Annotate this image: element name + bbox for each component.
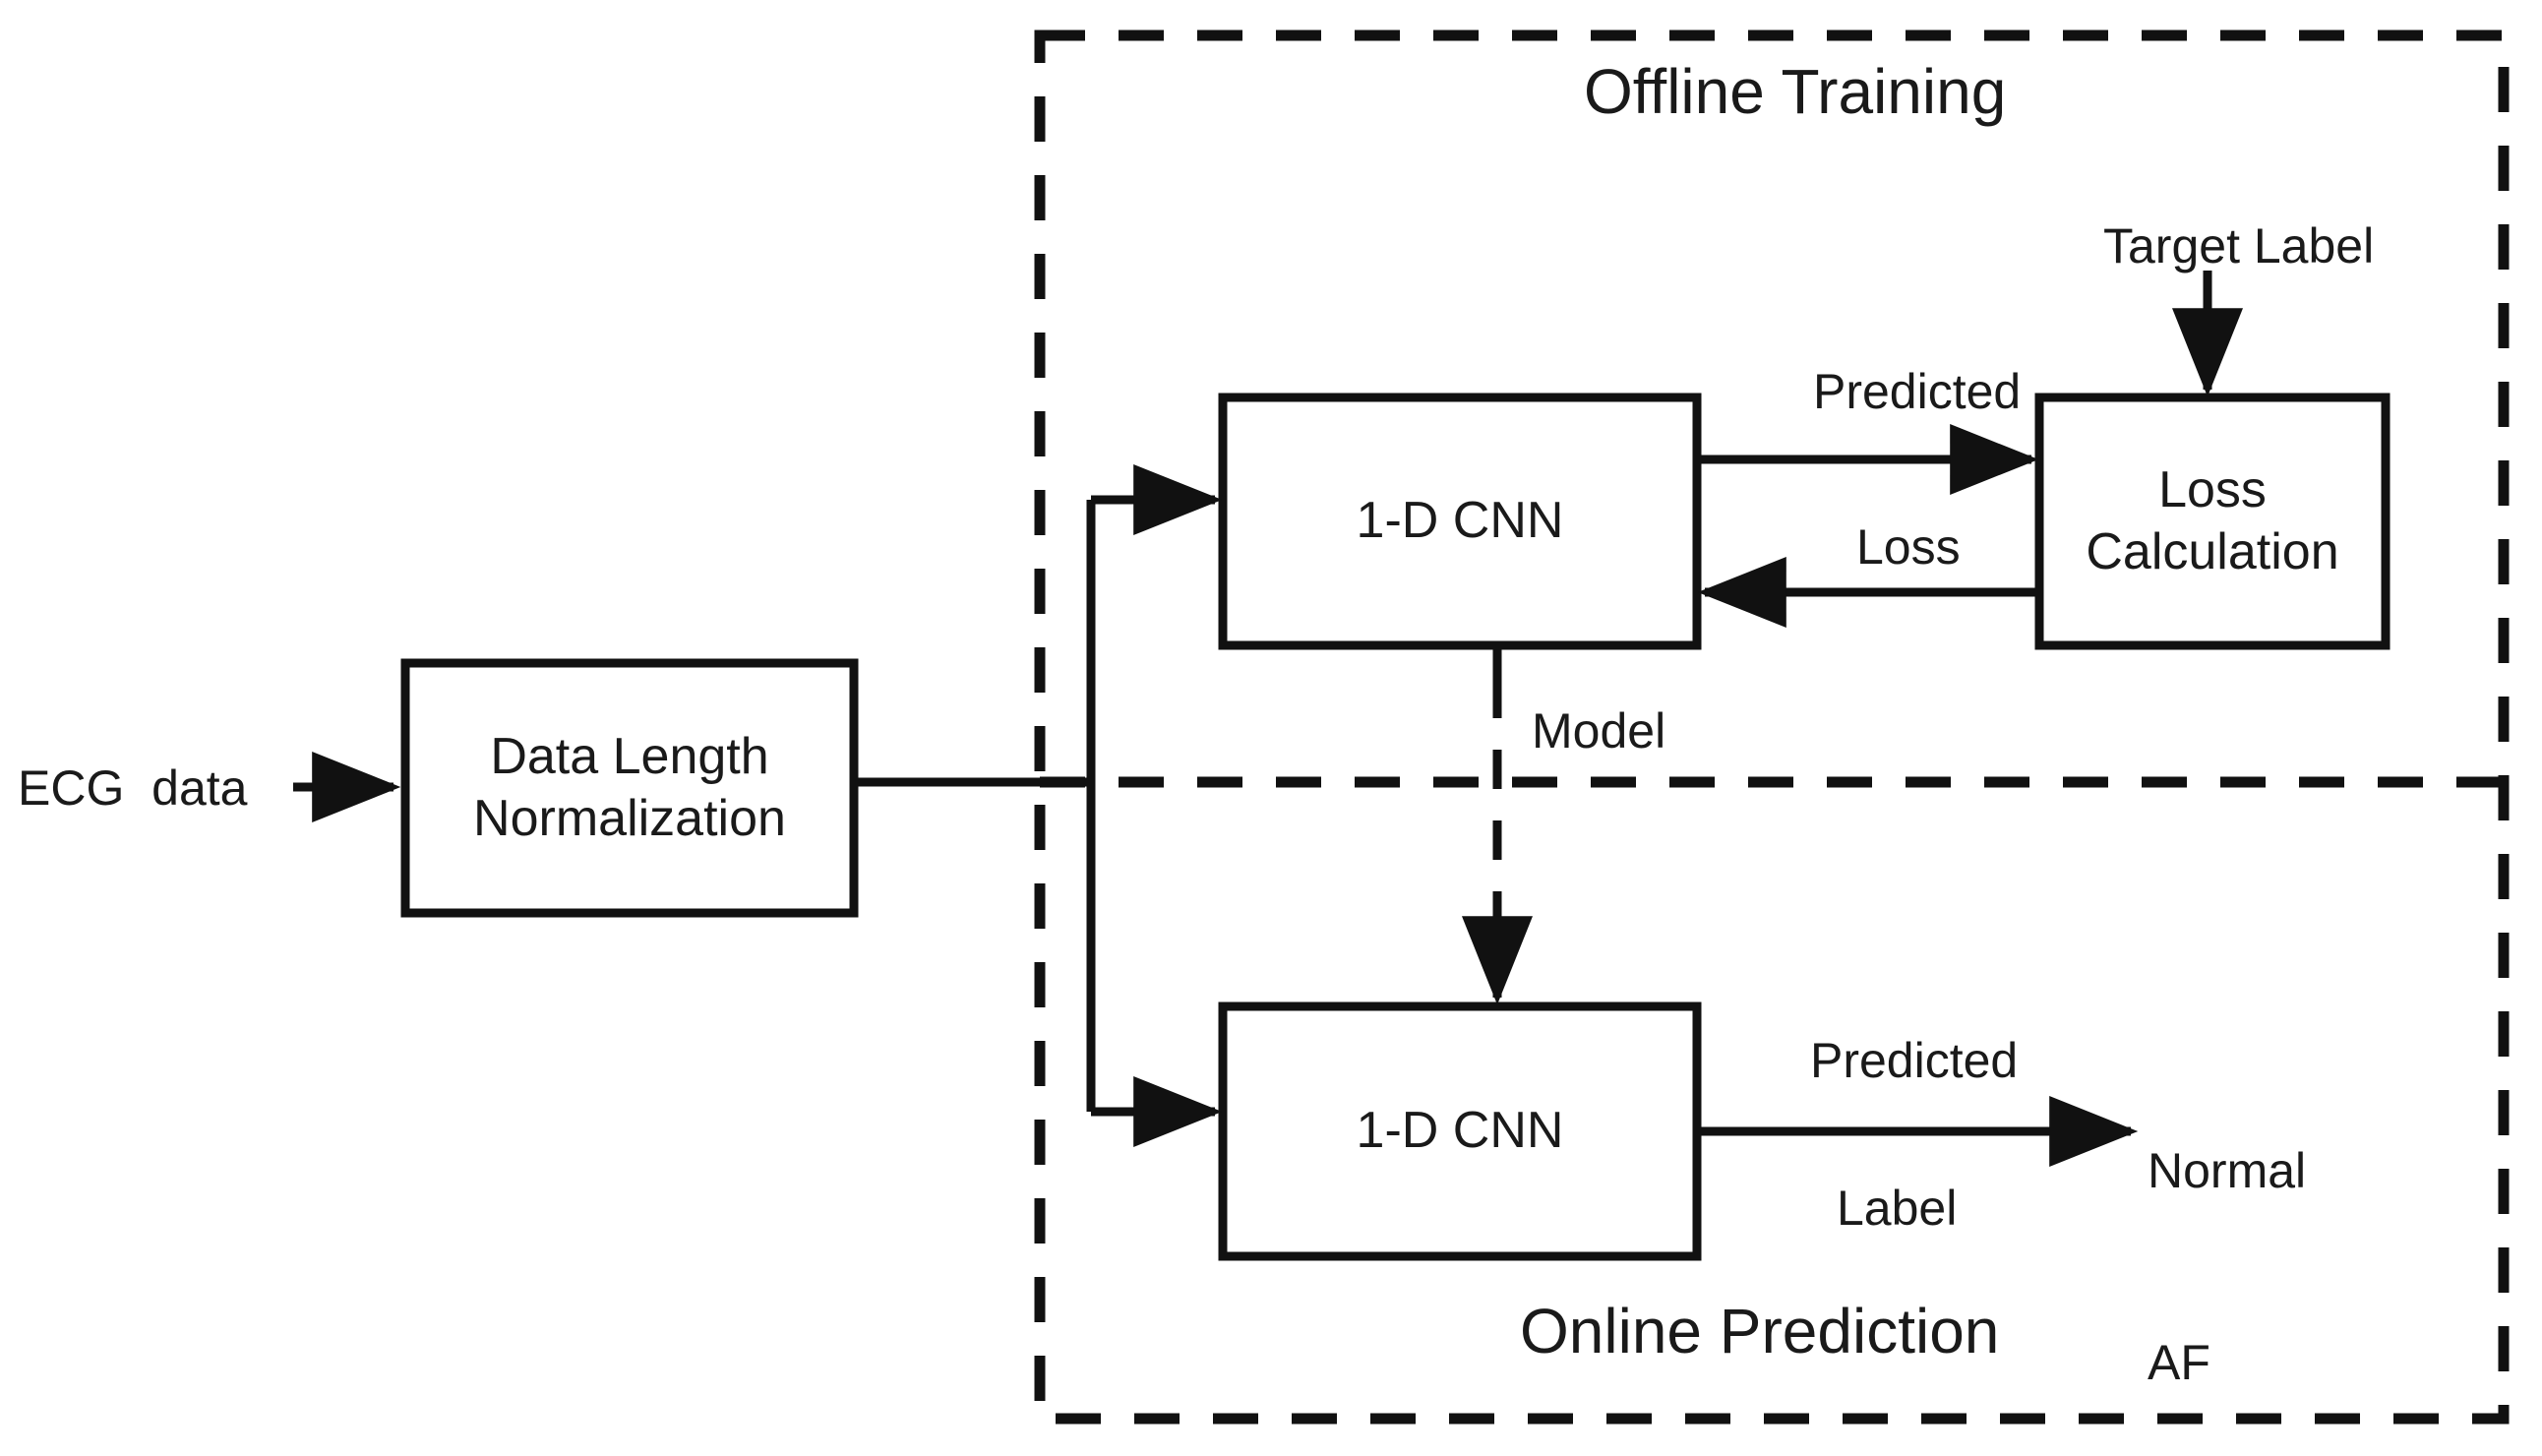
block-loss-shape bbox=[2034, 393, 2391, 650]
block-loss-line2: Calculation bbox=[2086, 523, 2339, 580]
edge-label-model: Model bbox=[1532, 703, 1666, 758]
block-normalization-shape bbox=[400, 658, 859, 918]
output-class-list: Normal AF Noise Other bbox=[2148, 1011, 2306, 1456]
edge-label-predicted-out: Predicted bbox=[1810, 1033, 2019, 1088]
zone-title-offline-training: Offline Training bbox=[1584, 56, 2007, 127]
zone-dashed-container bbox=[1034, 30, 2510, 1425]
block-loss-label: Loss Calculation bbox=[2039, 397, 2386, 645]
output-class-af: AF bbox=[2148, 1335, 2210, 1390]
input-label-target-label: Target Label bbox=[2103, 218, 2375, 273]
block-cnn-predict-line1: 1-D CNN bbox=[1356, 1102, 1564, 1160]
block-normalization-line1: Data Length bbox=[490, 727, 769, 785]
block-loss-line1: Loss bbox=[2158, 460, 2267, 518]
input-label-ecg-data: ECG data bbox=[18, 760, 248, 816]
edge-label-predicted-train: Predicted bbox=[1813, 364, 2022, 419]
edge-label-loss-feedback: Loss bbox=[1856, 519, 1961, 575]
edge-label-label-out: Label bbox=[1837, 1181, 1958, 1236]
block-cnn-train-label: 1-D CNN bbox=[1223, 397, 1697, 645]
block-normalization-label: Data Length Normalization bbox=[405, 663, 854, 913]
block-normalization-line2: Normalization bbox=[473, 790, 786, 847]
block-cnn-predict-label: 1-D CNN bbox=[1223, 1006, 1697, 1256]
block-cnn-train-line1: 1-D CNN bbox=[1356, 492, 1564, 550]
zone-title-online-prediction: Online Prediction bbox=[1520, 1296, 2000, 1366]
output-class-normal: Normal bbox=[2148, 1143, 2307, 1198]
block-cnn-train-shape bbox=[1218, 393, 1702, 650]
block-cnn-predict-shape bbox=[1218, 1001, 1702, 1261]
